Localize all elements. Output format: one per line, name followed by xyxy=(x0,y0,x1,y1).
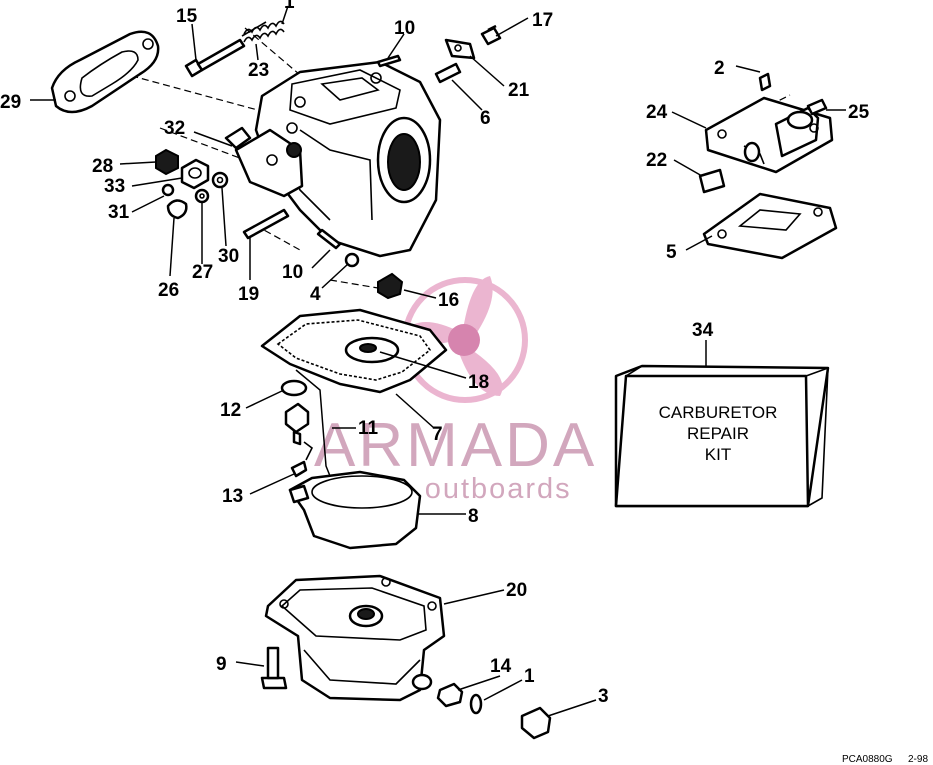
kit-label-line-1: CARBURETOR xyxy=(659,403,778,422)
figure-code: PCA0880G xyxy=(842,754,893,765)
callout-11: 11 xyxy=(358,418,379,439)
callout-34: 34 xyxy=(692,320,714,341)
watermark: ARMADA marine outboards xyxy=(314,411,597,505)
bracket-part-21 xyxy=(444,38,476,60)
screw-part-19 xyxy=(242,208,290,240)
fitting-part-25 xyxy=(806,98,828,116)
float-part xyxy=(288,470,422,550)
callout-32: 32 xyxy=(164,118,185,139)
figure-date: 2-98 xyxy=(908,754,928,765)
callout-33: 33 xyxy=(104,176,125,197)
ball-part-4 xyxy=(344,252,360,268)
pin-part-10b xyxy=(316,228,342,250)
kit-label-line-3: KIT xyxy=(705,445,731,464)
watermark-title: ARMADA xyxy=(314,411,597,480)
bowl-gasket-part xyxy=(260,308,448,394)
float-bowl-part xyxy=(264,574,446,702)
callouts: 15 1 10 17 29 23 21 6 32 28 33 31 26 27 … xyxy=(0,0,870,707)
screw-part-26 xyxy=(166,199,188,220)
callout-29: 29 xyxy=(0,92,21,113)
nut-part-28 xyxy=(155,148,179,176)
clip-part-13 xyxy=(290,460,308,478)
callout-17: 17 xyxy=(532,10,553,31)
callout-7: 7 xyxy=(432,424,443,445)
callout-27: 27 xyxy=(192,262,213,283)
callout-5: 5 xyxy=(666,242,677,263)
flange-gasket-part xyxy=(50,30,160,114)
washer-part-31 xyxy=(161,183,175,197)
callout-26: 26 xyxy=(158,280,179,301)
pin-part-10 xyxy=(376,54,402,68)
callout-22: 22 xyxy=(646,150,667,171)
pump-gasket-part xyxy=(702,192,838,260)
screw-part-2 xyxy=(758,72,772,92)
fitting-part-16 xyxy=(377,272,404,300)
callout-21: 21 xyxy=(508,80,530,101)
carburetor-body-part xyxy=(224,60,442,258)
fitting-part-22 xyxy=(698,168,726,194)
callout-2: 2 xyxy=(714,58,725,79)
leader-lines xyxy=(30,5,846,717)
callout-4: 4 xyxy=(310,284,321,305)
spring-part xyxy=(243,20,285,43)
kit-label-line-2: REPAIR xyxy=(687,424,749,443)
callout-13: 13 xyxy=(222,486,243,507)
callout-15: 15 xyxy=(176,6,198,27)
callout-24: 24 xyxy=(646,102,668,123)
screw-part-9 xyxy=(260,646,288,690)
callout-16: 16 xyxy=(438,290,459,311)
callout-1-bottom: 1 xyxy=(524,666,535,687)
pump-cover-part xyxy=(704,96,834,174)
callout-25: 25 xyxy=(848,102,870,123)
callout-9: 9 xyxy=(216,654,227,675)
callout-10-mid: 10 xyxy=(282,262,303,283)
drain-plug-part-3 xyxy=(520,706,552,740)
callout-23: 23 xyxy=(248,60,269,81)
fitting-part-14 xyxy=(436,682,464,708)
callout-18: 18 xyxy=(468,372,489,393)
callout-3: 3 xyxy=(598,686,609,707)
callout-30: 30 xyxy=(218,246,239,267)
callout-14: 14 xyxy=(490,656,512,677)
o-ring-part-1 xyxy=(469,693,483,715)
callout-10-top: 10 xyxy=(394,18,415,39)
screw-part-6 xyxy=(434,62,462,84)
callout-1-top: 1 xyxy=(284,0,295,13)
callout-12: 12 xyxy=(220,400,241,421)
callout-19: 19 xyxy=(238,284,259,305)
callout-20: 20 xyxy=(506,580,527,601)
callout-28: 28 xyxy=(92,156,113,177)
footer: PCA0880G 2-98 xyxy=(842,754,928,765)
callout-6: 6 xyxy=(480,108,491,129)
needle-valve-part-11 xyxy=(284,402,314,461)
fitting-part-33 xyxy=(180,158,210,190)
lockwasher-part-30 xyxy=(211,171,229,189)
callout-31: 31 xyxy=(108,202,130,223)
fitting-part-17 xyxy=(480,24,502,46)
o-ring-part-12 xyxy=(280,379,308,397)
callout-8: 8 xyxy=(468,506,479,527)
washer-part-27 xyxy=(194,188,210,204)
idle-screw-part xyxy=(184,21,267,78)
float-hinge-part xyxy=(295,369,331,477)
repair-kit-box: CARBURETOR REPAIR KIT xyxy=(614,364,830,508)
